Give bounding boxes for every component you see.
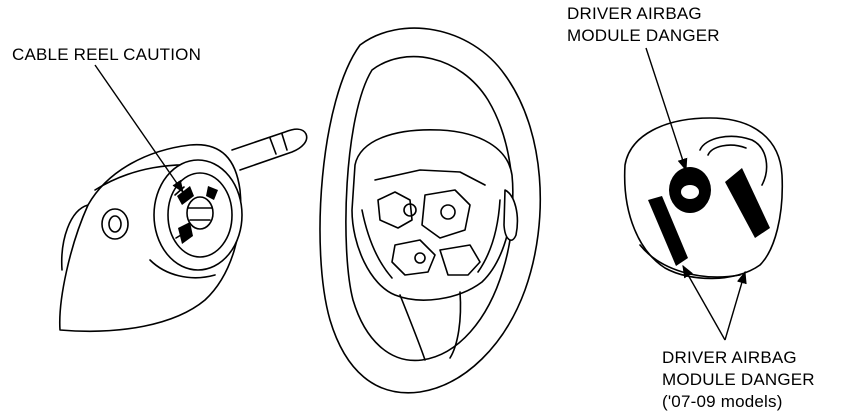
cable-reel-caution-label: CABLE REEL CAUTION (12, 45, 201, 64)
airbag-right-label-0709 (725, 168, 770, 238)
cable-reel-caution-marks (177, 186, 218, 244)
cable-reel-arrow (94, 64, 184, 194)
driver-airbag-0709-label-line1: DRIVER AIRBAG (662, 348, 797, 367)
airbag-warning-labels (648, 167, 770, 266)
driver-airbag-0709-label-line3: ('07-09 models) (662, 392, 783, 411)
combination-switch-lever (231, 128, 308, 171)
leader-arrows (94, 47, 747, 341)
switch-knob (101, 208, 129, 240)
wheel-hub (351, 129, 514, 301)
driver-airbag-arrow (645, 47, 688, 172)
driver-airbag-label-line2: MODULE DANGER (567, 26, 720, 45)
driver-airbag-0709-label-line2: MODULE DANGER (662, 370, 815, 389)
driver-airbag-label-line1: DRIVER AIRBAG (567, 4, 702, 23)
airbag-0709-arrow-right (724, 270, 747, 341)
cable-reel-hub (186, 196, 214, 230)
airbag-left-label-0709 (648, 196, 688, 266)
airbag-0709-arrow-left (682, 264, 726, 341)
steering-wheel (319, 27, 542, 394)
